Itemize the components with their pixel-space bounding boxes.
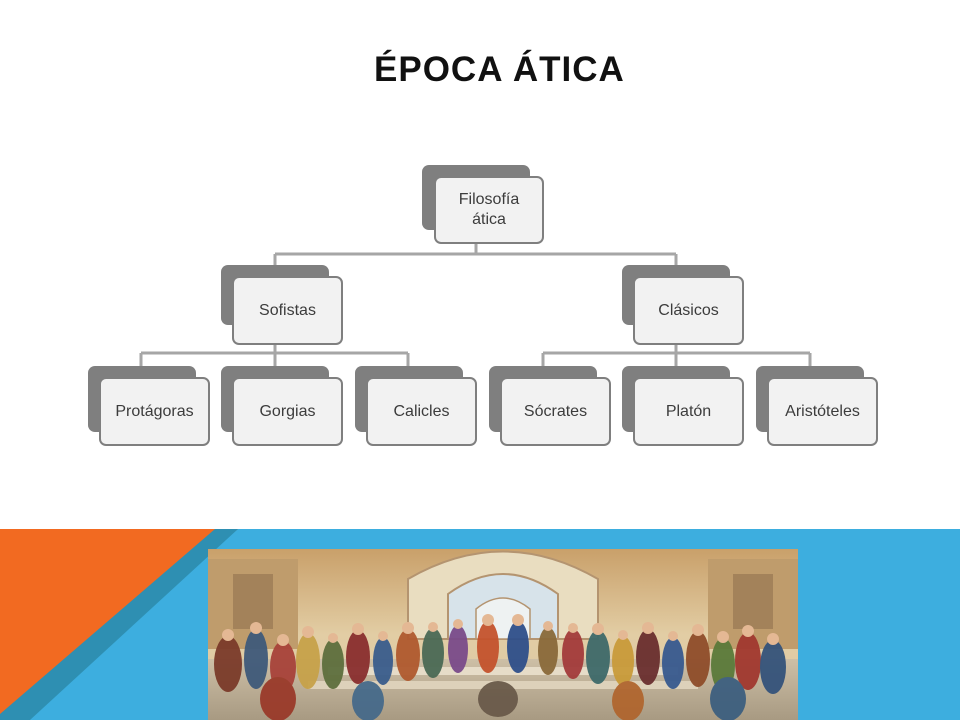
connector-sofistas: [139, 340, 410, 368]
node-clasicos: Clásicos: [622, 265, 744, 345]
slide-title: ÉPOCA ÁTICA: [374, 50, 625, 89]
node-protagoras: Protágoras: [88, 366, 210, 446]
node-platon: Platón: [622, 366, 744, 446]
node-platon-label: Platón: [633, 377, 744, 446]
node-clasicos-label: Clásicos: [633, 276, 744, 345]
hierarchy-connectors: [139, 234, 812, 368]
node-socrates: Sócrates: [489, 366, 611, 446]
connector-root: [273, 234, 678, 268]
node-root-label: Filosofía ática: [434, 176, 544, 244]
node-calicles-label: Calicles: [366, 377, 477, 446]
node-gorgias: Gorgias: [221, 366, 343, 446]
node-aristoteles-label: Aristóteles: [767, 377, 878, 446]
node-protagoras-label: Protágoras: [99, 377, 210, 446]
node-aristoteles: Aristóteles: [756, 366, 878, 446]
node-calicles: Calicles: [355, 366, 477, 446]
node-socrates-label: Sócrates: [500, 377, 611, 446]
school-of-athens-image: [208, 549, 798, 720]
node-sofistas-label: Sofistas: [232, 276, 343, 345]
corner-triangles: [0, 529, 238, 720]
connector-clasicos: [541, 340, 812, 368]
node-root: Filosofía ática: [422, 165, 544, 244]
node-gorgias-label: Gorgias: [232, 377, 343, 446]
node-sofistas: Sofistas: [221, 265, 343, 345]
